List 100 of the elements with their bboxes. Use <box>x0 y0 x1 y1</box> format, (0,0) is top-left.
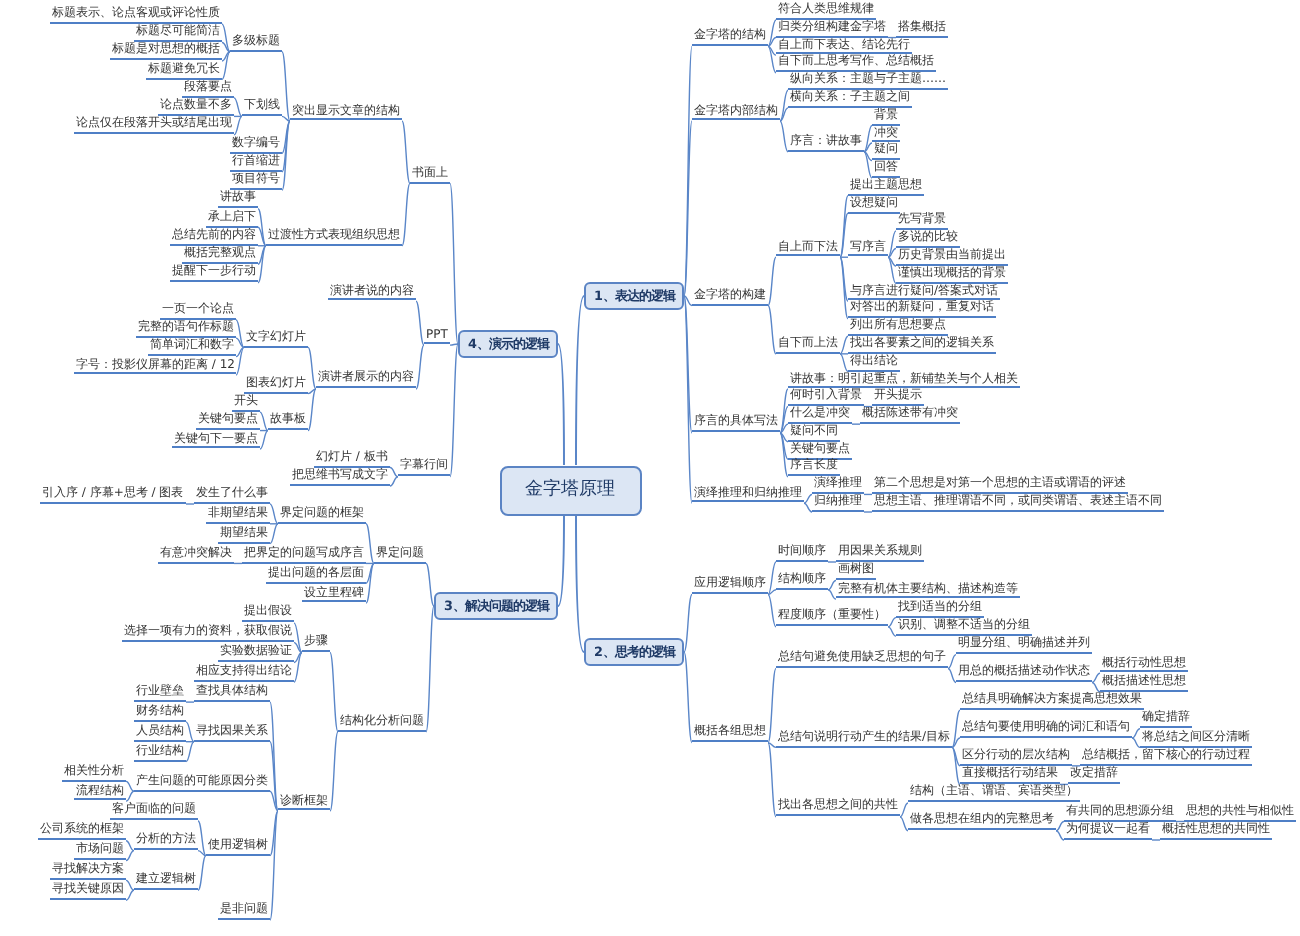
connector-line <box>803 502 813 513</box>
connector-line <box>1055 830 1065 841</box>
connector-line <box>233 115 243 118</box>
connector-line <box>851 423 861 425</box>
connector-line <box>269 523 279 525</box>
connector-line <box>779 120 789 153</box>
connector-line <box>839 212 849 258</box>
connector-line <box>269 503 279 525</box>
connector-line <box>257 245 267 247</box>
connector-line <box>947 653 957 670</box>
connector-line <box>779 432 789 460</box>
connector-line <box>557 343 565 466</box>
connector-line <box>329 731 339 812</box>
connector-line <box>863 124 873 153</box>
connector-line <box>365 523 375 565</box>
connector-line <box>767 45 777 74</box>
connector-line <box>235 346 245 376</box>
connector-line <box>839 353 849 355</box>
connector-line <box>257 226 267 247</box>
connector-line <box>221 23 231 53</box>
connector-line <box>269 741 279 812</box>
connector-line <box>899 816 909 832</box>
connector-line <box>827 579 837 591</box>
connector-line <box>863 151 873 162</box>
connector-line <box>839 256 849 302</box>
connector-line <box>365 562 375 565</box>
connector-line <box>767 561 777 596</box>
connector-line <box>281 120 291 173</box>
connector-line <box>951 709 961 749</box>
connector-line <box>863 405 873 408</box>
connector-line <box>185 741 195 763</box>
connector-line <box>125 889 135 901</box>
connector-line <box>449 182 459 345</box>
connector-line <box>233 97 243 118</box>
connector-line <box>281 115 291 122</box>
connector-line <box>767 667 777 744</box>
connector-line <box>233 115 243 136</box>
connector-line <box>125 790 135 802</box>
connector-line <box>767 742 777 749</box>
connector-line <box>125 780 135 792</box>
connector-line <box>779 432 789 478</box>
connector-line <box>269 790 279 812</box>
connector-line <box>269 810 279 857</box>
connector-line <box>575 514 585 653</box>
connector-line <box>863 493 873 496</box>
connector-line <box>887 230 897 258</box>
connector-line <box>767 589 777 596</box>
connector-line <box>185 741 195 743</box>
connector-line <box>839 256 849 320</box>
connector-line <box>887 247 897 258</box>
connector-line <box>281 51 291 122</box>
connector-line <box>125 849 135 862</box>
connector-line <box>951 746 961 786</box>
connector-line <box>947 667 957 684</box>
connector-line <box>293 651 303 683</box>
connector-line <box>259 429 269 450</box>
connector-line <box>767 593 777 628</box>
connector-line <box>827 561 837 563</box>
connector-line <box>839 353 849 373</box>
connector-line <box>221 41 231 53</box>
connector-line <box>767 304 777 355</box>
connector-line <box>415 344 425 390</box>
connector-line <box>425 562 435 607</box>
connector-line <box>235 346 245 358</box>
connector-line <box>281 120 291 155</box>
connector-line <box>887 36 897 39</box>
connector-line <box>887 256 897 285</box>
connector-line <box>1131 737 1141 749</box>
connector-line <box>185 721 195 743</box>
connector-line <box>1091 681 1101 693</box>
connector-line <box>887 626 897 637</box>
connector-line <box>863 151 873 179</box>
connector-line <box>307 388 317 432</box>
connector-line <box>1071 765 1081 767</box>
connector-line <box>257 245 267 265</box>
connector-line <box>863 142 873 153</box>
connector-line <box>767 45 777 56</box>
connector-line <box>197 854 207 891</box>
central-topic-box: 金字塔原理 <box>499 465 641 515</box>
connector-line <box>779 423 789 434</box>
connector-line <box>235 319 245 349</box>
connector-line <box>1175 820 1185 823</box>
connector-line <box>803 493 813 504</box>
connector-line <box>951 746 961 767</box>
connector-line <box>269 523 279 545</box>
connector-line <box>257 245 267 284</box>
connector-line <box>125 840 135 852</box>
connector-line <box>779 405 789 434</box>
connector-line <box>1151 839 1161 841</box>
connector-line <box>235 337 245 349</box>
connector-line <box>779 432 789 443</box>
connector-line <box>259 411 269 432</box>
connector-line <box>839 195 849 258</box>
connector-line <box>683 295 693 307</box>
connector-line <box>221 51 231 81</box>
connector-line <box>233 562 243 565</box>
connector-line <box>767 742 777 818</box>
connector-line <box>221 51 231 62</box>
connector-line <box>899 802 909 818</box>
connector-line <box>259 429 269 432</box>
